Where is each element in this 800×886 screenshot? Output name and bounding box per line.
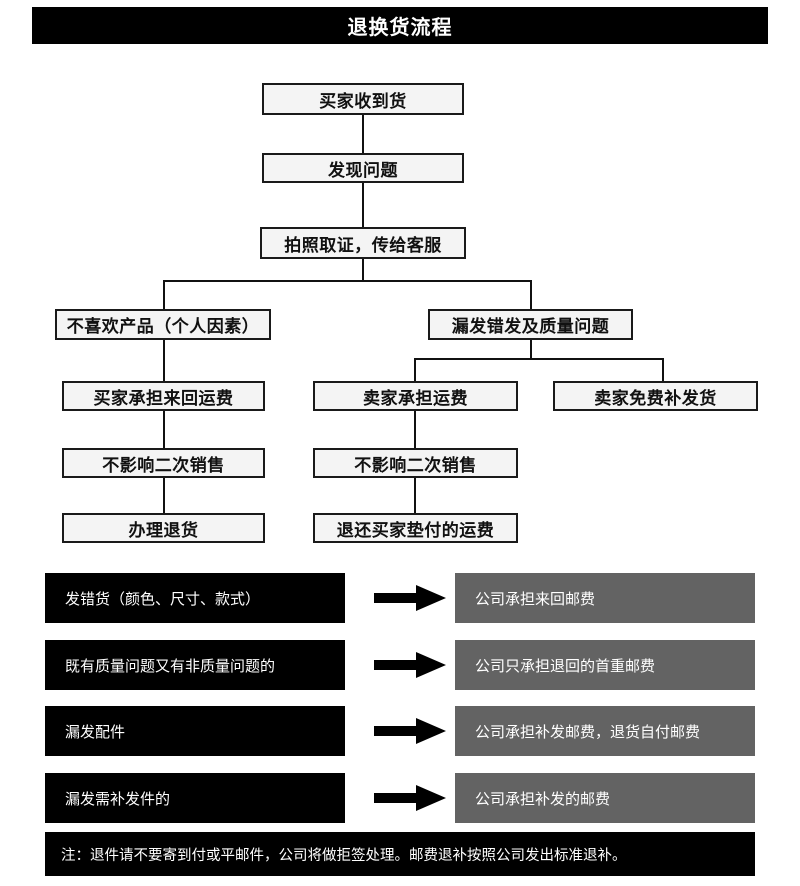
connector-n4-n6 (163, 340, 165, 381)
connector-split-bar-level3 (414, 358, 664, 360)
rule-row: 发错货（颜色、尺寸、款式） 公司承担来回邮费 (45, 573, 755, 623)
rule-result: 公司承担来回邮费 (455, 573, 755, 623)
connector-split-right-drop (530, 280, 532, 309)
connector-n9-n11 (163, 478, 165, 513)
connector-n7-n10 (414, 411, 416, 448)
rule-row: 漏发配件 公司承担补发邮费，退货自付邮费 (45, 706, 755, 756)
flow-node-seller-free-reship[interactable]: 卖家免费补发货 (553, 381, 758, 411)
page-title-banner: 退换货流程 (32, 7, 768, 44)
arrow-icon (365, 640, 455, 690)
connector-split3-left-drop (414, 358, 416, 381)
rule-cause: 漏发配件 (45, 706, 345, 756)
connector-split-bar-level2 (163, 280, 532, 282)
flow-node-seller-pays-shipping[interactable]: 卖家承担运费 (313, 381, 518, 411)
rule-cause: 既有质量问题又有非质量问题的 (45, 640, 345, 690)
flow-node-refund-advanced-shipping[interactable]: 退还买家垫付的运费 (313, 513, 518, 543)
connector-split-left-drop (163, 280, 165, 309)
footer-note: 注：退件请不要寄到付或平邮件，公司将做拒签处理。邮费退补按照公司发出标准退补。 (45, 832, 755, 876)
rule-cause: 发错货（颜色、尺寸、款式） (45, 573, 345, 623)
flow-node-process-return[interactable]: 办理退货 (62, 513, 265, 543)
rule-result: 公司承担补发的邮费 (455, 773, 755, 823)
flow-node-buyer-received[interactable]: 买家收到货 (262, 83, 464, 115)
rule-row: 漏发需补发件的 公司承担补发的邮费 (45, 773, 755, 823)
flowchart: 买家收到货 发现问题 拍照取证，传给客服 不喜欢产品（个人因素） 漏发错发及质量… (55, 83, 758, 543)
rule-result: 公司承担补发邮费，退货自付邮费 (455, 706, 755, 756)
connector-n10-n12 (414, 478, 416, 513)
flow-node-no-resale-impact-left[interactable]: 不影响二次销售 (62, 448, 265, 478)
arrow-icon (365, 773, 455, 823)
rule-result: 公司只承担退回的首重邮费 (455, 640, 755, 690)
arrow-icon (365, 573, 455, 623)
flow-node-no-resale-impact-middle[interactable]: 不影响二次销售 (313, 448, 518, 478)
connector-n3-split-stem (362, 259, 364, 281)
connector-split3-right-drop (662, 358, 664, 381)
connector-n6-n9 (163, 411, 165, 448)
connector-n5-split-stem (530, 340, 532, 359)
flow-node-photo-evidence[interactable]: 拍照取证，传给客服 (260, 227, 466, 259)
rule-cause: 漏发需补发件的 (45, 773, 345, 823)
flow-node-dislike-product[interactable]: 不喜欢产品（个人因素） (55, 309, 271, 340)
connector-n2-n3 (362, 183, 364, 227)
arrow-icon (365, 706, 455, 756)
footer-note-text: 注：退件请不要寄到付或平邮件，公司将做拒签处理。邮费退补按照公司发出标准退补。 (61, 847, 627, 864)
flow-node-found-problem[interactable]: 发现问题 (262, 153, 464, 183)
connector-n1-n2 (362, 115, 364, 153)
flow-node-missing-wrong-quality[interactable]: 漏发错发及质量问题 (428, 309, 633, 340)
rule-row: 既有质量问题又有非质量问题的 公司只承担退回的首重邮费 (45, 640, 755, 690)
page-title: 退换货流程 (347, 15, 453, 39)
flow-node-buyer-pays-shipping[interactable]: 买家承担来回运费 (62, 381, 265, 411)
